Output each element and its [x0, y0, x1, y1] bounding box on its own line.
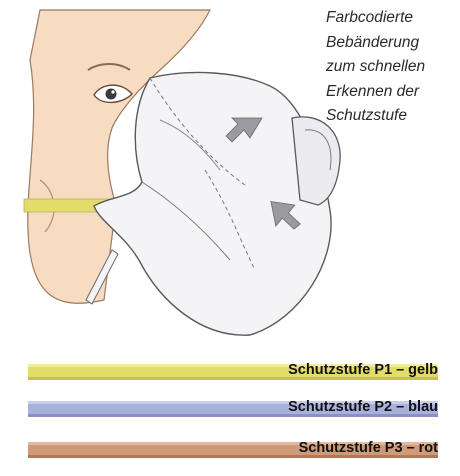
caption-line: Schutzstufe [326, 104, 458, 129]
mask-body [94, 72, 331, 335]
caption-line: Farbcodierte [326, 6, 458, 31]
caption-line: Bebänderung [326, 31, 458, 56]
valve-icon [292, 117, 340, 205]
band-p1: Schutzstufe P1 – gelb [0, 359, 460, 385]
band-label: Schutzstufe P2 – blau [288, 399, 438, 415]
band-label: Schutzstufe P3 – rot [299, 440, 438, 456]
band-p3: Schutzstufe P3 – rot [0, 437, 460, 463]
caption-line: Erkennen der [326, 80, 458, 105]
band-p2: Schutzstufe P2 – blau [0, 396, 460, 422]
band-label: Schutzstufe P1 – gelb [288, 362, 438, 378]
caption: Farbcodierte Bebänderung zum schnellen E… [326, 6, 458, 129]
caption-line: zum schnellen [326, 55, 458, 80]
